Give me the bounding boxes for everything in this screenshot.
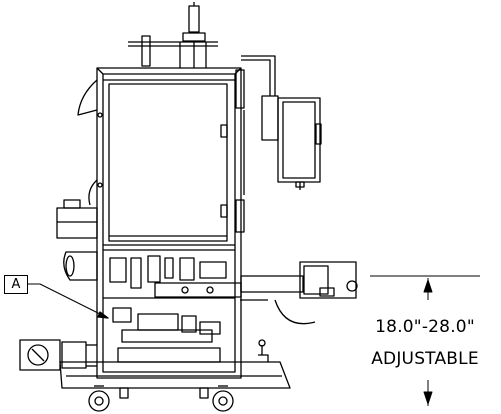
callout-label-a: A	[4, 275, 28, 294]
left-motor	[56, 199, 98, 281]
caster-wheels	[88, 385, 234, 412]
dimension-note-label: ADJUSTABLE	[371, 349, 479, 369]
callout-leader	[26, 283, 109, 319]
dimension-range-label: 18.0"-28.0"	[375, 317, 475, 337]
internal-components	[103, 255, 235, 343]
right-pipe-assembly	[235, 55, 322, 233]
valve-wheel	[19, 339, 97, 371]
callout-arrowhead	[97, 311, 109, 319]
base-platform	[59, 339, 291, 389]
right-arm	[154, 261, 358, 325]
dimension-lines	[370, 275, 480, 406]
left-hose	[77, 79, 103, 206]
top-mast	[128, 2, 218, 68]
cabinet-panel	[108, 83, 228, 242]
